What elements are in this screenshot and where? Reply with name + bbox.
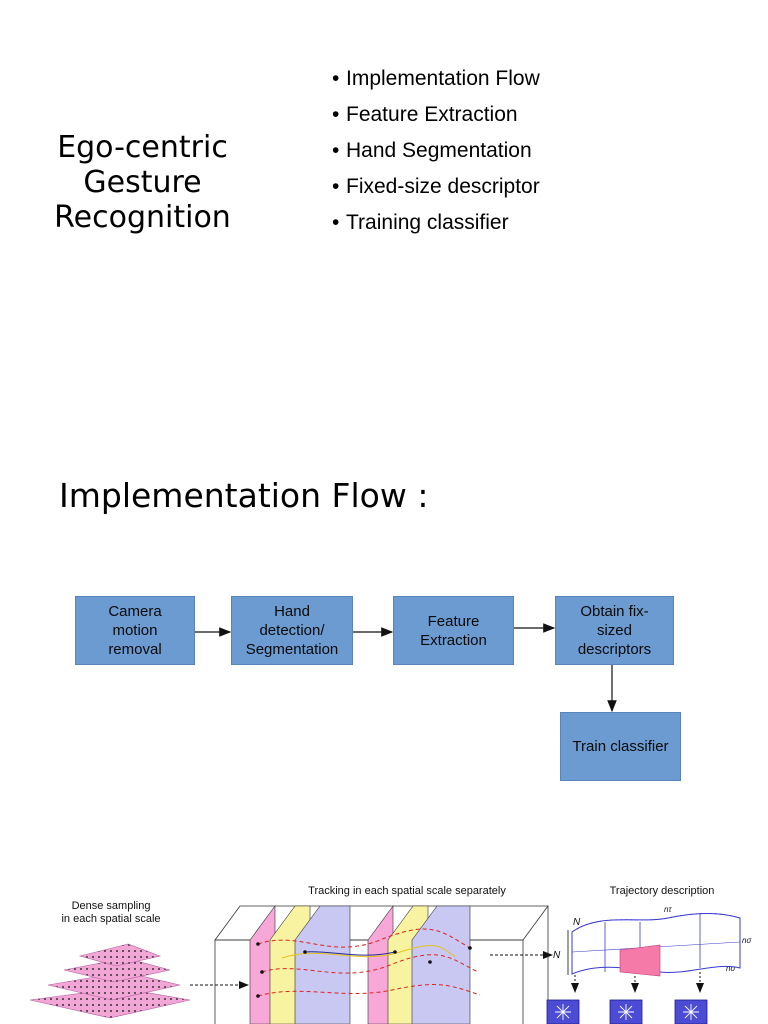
bullet-icon: • [332,67,340,90]
agenda-item: • Feature Extraction [332,100,540,136]
flow-box-train-classifier: Train classifier [560,712,681,781]
trajectory-description: N N nτ nσ nσ [546,905,752,1024]
flow-box-feature-extraction: Feature Extraction [393,596,514,665]
dense-sampling-pyramid [29,943,249,1019]
agenda-item: • Implementation Flow [332,64,540,100]
symbol-n-sigma-right: nσ [742,936,752,945]
flow-arrows [195,623,617,713]
agenda-item: • Fixed-size descriptor [332,172,540,208]
agenda-list: • Implementation Flow • Feature Extraction… [332,64,540,244]
agenda-item-label: Hand Segmentation [346,139,532,162]
agenda-item: • Hand Segmentation [332,136,540,172]
flow-box-camera-motion: Camera motion removal [75,596,195,665]
symbol-n-top: N [573,917,581,928]
trajectory-label: Trajectory description [610,885,715,897]
agenda-item-label: Implementation Flow [346,67,540,90]
symbol-n-right: N [553,950,561,961]
bullet-icon: • [332,175,340,198]
tracking-volume [214,905,553,1024]
agenda-item-label: Feature Extraction [346,103,518,126]
flow-box-hand-detection: Hand detection/ Segmentation [231,596,353,665]
slide-title: Ego-centric Gesture Recognition [40,130,245,235]
symbol-n-sigma-lower: nσ [726,964,736,973]
section-title: Implementation Flow : [59,476,429,515]
title-line-2: Gesture [83,165,202,200]
agenda-item: • Training classifier [332,208,540,244]
title-line-3: Recognition [54,200,231,235]
title-line-1: Ego-centric [57,130,228,165]
bullet-icon: • [332,139,340,162]
bullet-icon: • [332,211,340,234]
agenda-item-label: Fixed-size descriptor [346,175,540,198]
flow-box-descriptors: Obtain fix- sized descriptors [555,596,674,665]
symbol-n-tau: nτ [664,905,672,914]
agenda-item-label: Training classifier [346,211,509,234]
dense-label-line-1: Dense sampling [72,900,151,912]
bullet-icon: • [332,103,340,126]
dense-label-line-2: in each spatial scale [61,913,160,925]
tracking-label: Tracking in each spatial scale separatel… [308,885,506,897]
